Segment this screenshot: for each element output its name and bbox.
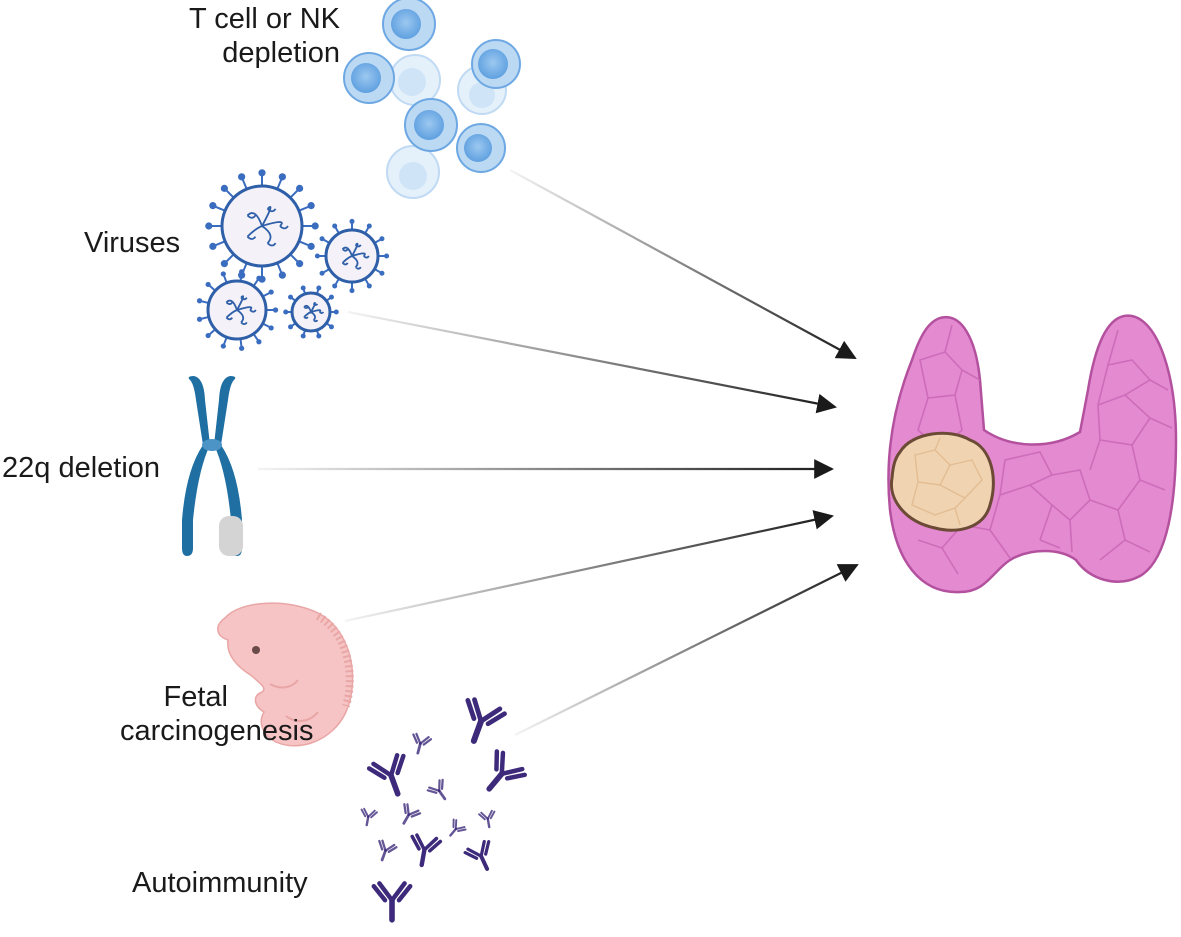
- label-tcell-line1: T cell or NK: [189, 3, 340, 35]
- label-22q-deletion: 22q deletion: [2, 452, 161, 484]
- label-tcell: T cell or NK depletion: [150, 2, 340, 70]
- arrow-fetal: [344, 510, 834, 623]
- arrow-tcell: [509, 169, 857, 359]
- arrows: [258, 169, 859, 736]
- label-fetal: Fetal carcinogenesis: [120, 680, 314, 748]
- label-tcell-line2: depletion: [222, 37, 340, 69]
- chromosome-icon: [182, 376, 243, 556]
- arrow-viruses: [347, 310, 837, 414]
- label-fetal-line2: carcinogenesis: [120, 715, 314, 747]
- thyroid-with-tumor-icon: [887, 314, 1178, 594]
- label-viruses: Viruses: [84, 227, 181, 259]
- arrow-autoimmunity: [514, 564, 859, 736]
- embryo-icon: [217, 602, 354, 747]
- virus-icon: [196, 169, 390, 351]
- immune-cells-icon: [343, 0, 521, 199]
- antibody-icon: [360, 697, 527, 923]
- label-fetal-line1: Fetal: [163, 681, 228, 713]
- label-autoimmunity: Autoimmunity: [132, 867, 308, 899]
